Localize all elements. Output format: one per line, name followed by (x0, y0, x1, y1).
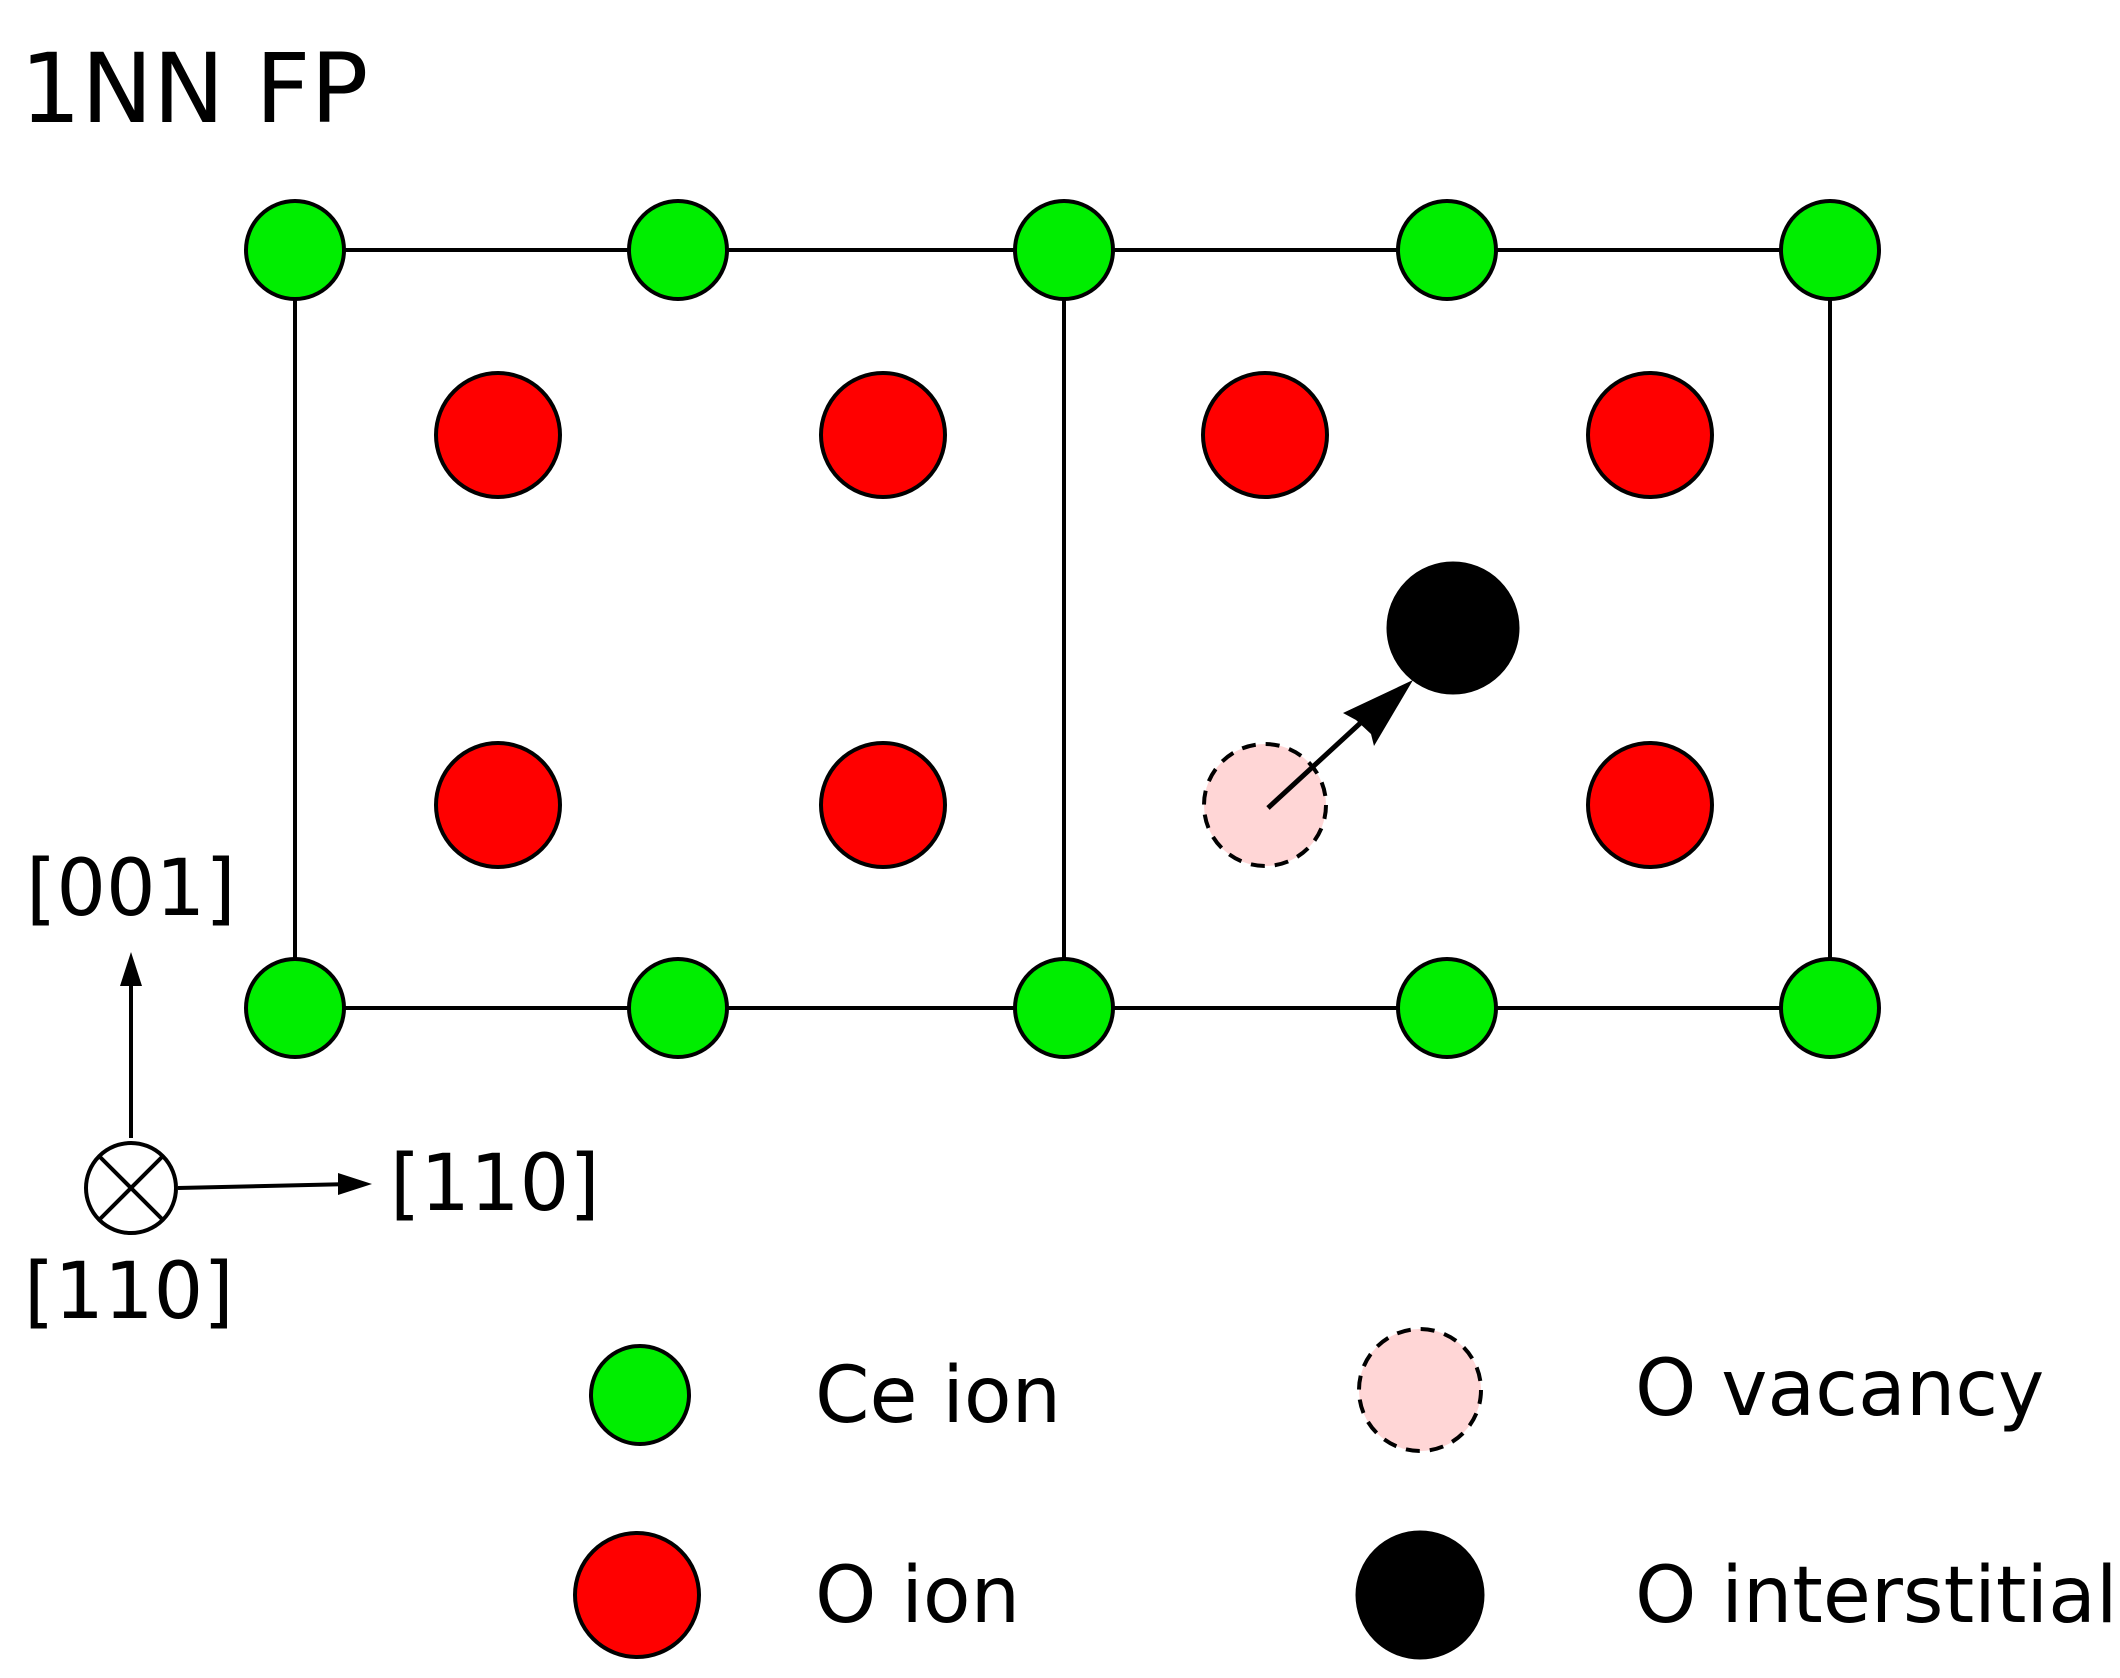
legend-o-vacancy-marker (1357, 1327, 1483, 1453)
o-ion (1201, 371, 1329, 499)
o-ion (819, 741, 947, 869)
ce-ion (627, 957, 729, 1059)
ce-ion (1779, 957, 1881, 1059)
displacement-arrowhead (1343, 680, 1413, 746)
o-ion (434, 371, 562, 499)
o-ion (434, 741, 562, 869)
vertical-axis-label: [001] (26, 844, 236, 934)
horizontal-axis-line (177, 1182, 353, 1190)
ce-ion (244, 957, 346, 1059)
ce-ion (1396, 957, 1498, 1059)
ce-ion (1779, 199, 1881, 301)
ce-ion (627, 199, 729, 301)
displacement-arrow (1266, 680, 1413, 810)
legend-o-vacancy-label: O vacancy (1635, 1344, 2044, 1434)
coordinate-axes: [001] [110] [110] (24, 844, 600, 1337)
legend-o-interstitial-label: O interstitial (1635, 1551, 2118, 1641)
ce-ion (1013, 957, 1115, 1059)
legend-o-interstitial-marker (1355, 1530, 1485, 1660)
out-of-plane-axis-label: [110] (24, 1247, 234, 1337)
out-of-plane-symbol (84, 1141, 178, 1235)
legend-ce-ion-marker (589, 1344, 691, 1446)
horizontal-axis-arrowhead (338, 1173, 372, 1195)
legend-o-ion-label: O ion (815, 1551, 1020, 1641)
o-vacancy-site (1202, 742, 1328, 868)
legend: Ce ion O ion O vacancy O interstitial (573, 1327, 2118, 1660)
horizontal-axis-label: [110] (390, 1139, 600, 1229)
legend-o-ion-marker (573, 1531, 701, 1659)
ce-ion (1396, 199, 1498, 301)
o-ion (1586, 371, 1714, 499)
vertical-axis-arrowhead (120, 952, 142, 986)
diagram-title: 1NN FP (20, 33, 368, 145)
o-ion (819, 371, 947, 499)
lattice-frame (293, 248, 1832, 1010)
ce-ion (244, 199, 346, 301)
o-interstitial-site (1386, 561, 1520, 695)
o-ion (1586, 741, 1714, 869)
ce-ion-group (244, 199, 1881, 1059)
legend-ce-ion-label: Ce ion (815, 1351, 1061, 1441)
ce-ion (1013, 199, 1115, 301)
o-ion-group (434, 371, 1714, 869)
